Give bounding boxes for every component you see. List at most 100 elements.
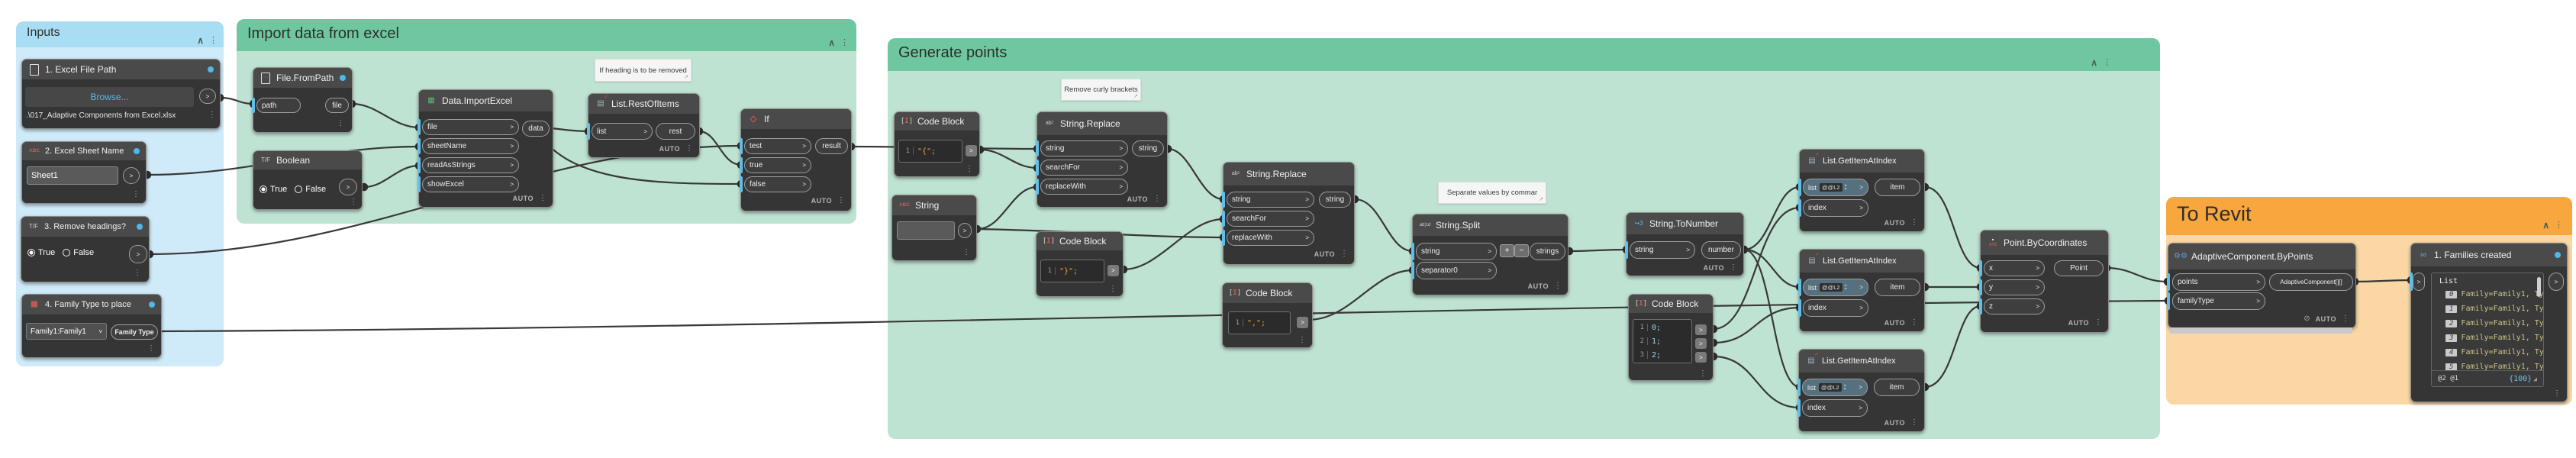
node-code-block-close-brace[interactable]: [I] Code Block 1"}"; > ⋮ [1036, 231, 1124, 297]
node-code-block-comma[interactable]: [I] Code Block 1","; > ⋮ [1222, 282, 1313, 348]
output-port[interactable]: > [1107, 265, 1119, 276]
input-port-sheetname[interactable]: sheetName> [422, 138, 519, 154]
node-menu-icon[interactable]: ⋮ [966, 165, 973, 173]
node-menu-icon[interactable]: ⋮ [685, 144, 693, 153]
list-level-badge[interactable]: @@L2 [1820, 283, 1843, 292]
node-getitematindex-x[interactable]: ▤✓ List.GetItemAtIndex list @@L2 ▴▾ > in… [1798, 149, 1925, 232]
output-port-1[interactable]: > [1695, 338, 1707, 349]
input-port-list[interactable]: list @@L2 ▴▾ > [1803, 179, 1868, 196]
input-port-familytype[interactable]: familyType> [2172, 292, 2265, 310]
add-separator-button[interactable]: + [1500, 244, 1514, 257]
wire-string-replacewith1[interactable] [972, 182, 1042, 234]
group-torevit-header[interactable]: To Revit ∧ ⋮ [2166, 197, 2572, 235]
wire-cb2-searchfor2[interactable] [1119, 214, 1228, 274]
node-menu-icon[interactable]: ⋮ [132, 190, 140, 198]
wire-cb4-index3[interactable] [1709, 352, 1804, 412]
node-string-replace-2[interactable]: abᶻ String.Replace string> searchFor> re… [1222, 162, 1355, 265]
collapse-group-icon[interactable]: ∧ [2091, 57, 2097, 68]
input-port-string[interactable]: string> [1040, 140, 1128, 156]
note-separate-comma[interactable]: Separate values by commar ↗ [1438, 182, 1546, 204]
input-port-separator0[interactable]: separator0> [1416, 262, 1497, 279]
input-port-searchfor[interactable]: searchFor> [1040, 160, 1128, 176]
family-type-output-port[interactable]: Family Type [111, 324, 158, 340]
wire-cb4-index2[interactable] [1709, 303, 1804, 347]
input-port-file[interactable]: file> [422, 119, 519, 135]
node-menu-icon[interactable]: ⋮ [837, 196, 845, 205]
node-menu-icon[interactable]: ⋮ [1109, 285, 1117, 293]
lacing-auto[interactable]: AUTO [1527, 282, 1549, 290]
node-menu-icon[interactable]: ⋮ [2094, 318, 2102, 327]
output-port[interactable]: > [199, 89, 216, 104]
radio-false[interactable]: False [63, 248, 94, 257]
input-port-string[interactable]: string> [1416, 243, 1497, 260]
group-menu-icon[interactable]: ⋮ [840, 38, 849, 47]
output-port[interactable]: > [123, 167, 140, 184]
node-string-replace-1[interactable]: abᶻ String.Replace string> searchFor> re… [1036, 111, 1168, 208]
input-port-readasstrings[interactable]: readAsStrings> [422, 157, 519, 173]
group-inputs-header[interactable]: Inputs ∧ ⋮ [16, 21, 224, 47]
group-menu-icon[interactable]: ⋮ [2103, 58, 2111, 67]
node-file-frompath[interactable]: ⋯ File.FromPath path file ⋮ [252, 67, 353, 133]
remove-separator-button[interactable]: − [1514, 244, 1529, 257]
input-port-index[interactable]: index> [1803, 199, 1868, 217]
code-editor[interactable]: 1"{"; [898, 140, 962, 163]
family-type-dropdown[interactable]: Family1:Family1 ˅ [26, 323, 107, 340]
input-port-replacewith[interactable]: replaceWith> [1227, 230, 1314, 246]
group-menu-icon[interactable]: ⋮ [209, 36, 218, 45]
wire-strings-tonumber[interactable] [1565, 245, 1631, 256]
wire-item1-x[interactable] [1920, 182, 1985, 273]
input-port-list[interactable]: list> [592, 123, 653, 140]
lacing-auto[interactable]: AUTO [1703, 264, 1724, 272]
input-port-searchfor[interactable]: searchFor> [1227, 211, 1314, 227]
output-port-data[interactable]: data [522, 121, 550, 137]
input-port-z[interactable]: z> [1984, 298, 2045, 314]
wire-point-points[interactable] [2102, 263, 2172, 286]
node-if[interactable]: ◇ If test> true> false> result AUTO ⋮ [740, 108, 852, 211]
string-value-input[interactable] [897, 221, 955, 240]
input-port-true[interactable]: true> [744, 157, 811, 173]
collapse-group-icon[interactable]: ∧ [2542, 220, 2549, 231]
input-port-list[interactable]: list @@L2 ▴▾ > [1802, 379, 1868, 396]
list-level-badge[interactable]: @@L2 [1819, 383, 1842, 392]
output-port[interactable]: > [966, 145, 977, 156]
lacing-auto[interactable]: AUTO [2068, 319, 2089, 327]
output-port[interactable]: > [339, 179, 357, 195]
node-menu-icon[interactable]: ⋮ [134, 269, 141, 277]
browse-button[interactable]: Browse... [25, 87, 194, 107]
group-menu-icon[interactable]: ⋮ [2555, 221, 2563, 230]
node-menu-icon[interactable]: ⋮ [337, 119, 344, 127]
output-port[interactable]: > [129, 245, 147, 263]
wire-file[interactable] [347, 99, 424, 132]
lacing-auto[interactable]: AUTO [1127, 195, 1148, 203]
wire-adaptive-watch[interactable] [2350, 276, 2416, 286]
note-remove-curly[interactable]: Remove curly brackets ↗ [1061, 79, 1141, 101]
list-level-badge[interactable]: @@L2 [1820, 183, 1843, 192]
wire-item3-z[interactable] [1920, 302, 1985, 392]
lacing-auto[interactable]: AUTO [1314, 250, 1335, 258]
output-port-number[interactable]: number [1701, 241, 1741, 259]
watch-scrollbar[interactable] [2537, 277, 2541, 297]
input-port-string[interactable]: string> [1630, 241, 1695, 259]
output-port-strings[interactable]: strings [1530, 243, 1565, 260]
lacing-auto[interactable]: AUTO [1884, 319, 1905, 327]
node-menu-icon[interactable]: ⋮ [1910, 218, 1918, 227]
lacing-auto[interactable]: AUTO [659, 145, 680, 153]
lacing-auto[interactable]: AUTO [2315, 314, 2336, 323]
output-port-string[interactable]: string [1319, 192, 1351, 208]
code-editor[interactable]: 1","; [1228, 311, 1291, 334]
node-excel-file-path[interactable]: ⋯ 1. Excel File Path Browse... > .\017_A… [21, 59, 221, 129]
lacing-auto[interactable]: AUTO [1884, 219, 1905, 227]
input-port-false[interactable]: false> [744, 176, 811, 192]
output-port-result[interactable]: result [815, 138, 848, 154]
node-adaptivecomponent-bypoints[interactable]: ⚙⚙ AdaptiveComponent.ByPoints points> fa… [2167, 243, 2356, 328]
input-port-test[interactable]: test> [744, 138, 811, 154]
output-port-item[interactable]: item [1874, 379, 1920, 396]
node-boolean[interactable]: T/F Boolean True False > ⋮ [253, 150, 363, 210]
node-menu-icon[interactable]: ⋮ [1910, 418, 1918, 427]
output-port-rest[interactable]: rest [656, 123, 695, 140]
input-port-points[interactable]: points> [2172, 273, 2265, 291]
radio-false[interactable]: False [295, 185, 326, 194]
